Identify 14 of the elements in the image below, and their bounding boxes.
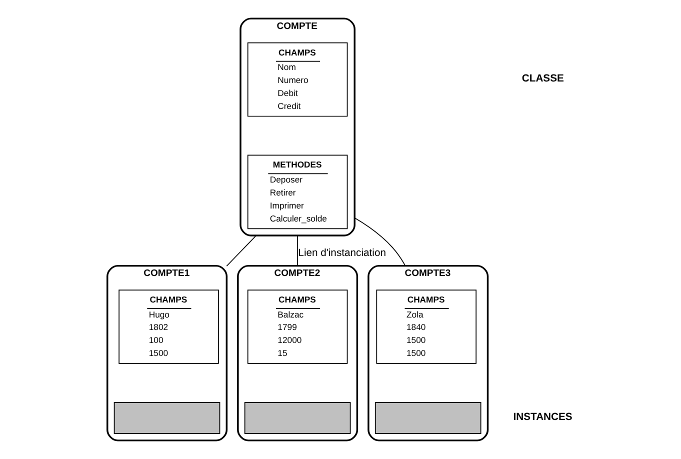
- node-box: CHAMPS Hugo 1802 100 1500: [118, 290, 218, 364]
- connector: [296, 235, 298, 266]
- label: CLASSE: [521, 73, 564, 84]
- node-box: METHODES Deposer Retirer Imprimer Calculer_solde: [246, 154, 348, 230]
- node-box: CHAMPS Nom Numero Debit Credit: [246, 42, 348, 117]
- node-box: CHAMPS Balzac 1799 12000 15: [246, 290, 348, 364]
- connector: [354, 217, 406, 266]
- label: INSTANCES: [512, 412, 572, 423]
- node-box: [374, 402, 481, 434]
- node-box: CHAMPS Zola 1840 1500 1500: [376, 290, 476, 364]
- node-box: [244, 402, 350, 434]
- node-box: [113, 402, 220, 434]
- connector: [226, 235, 256, 266]
- edge-label: Lien d'instanciation: [298, 248, 386, 259]
